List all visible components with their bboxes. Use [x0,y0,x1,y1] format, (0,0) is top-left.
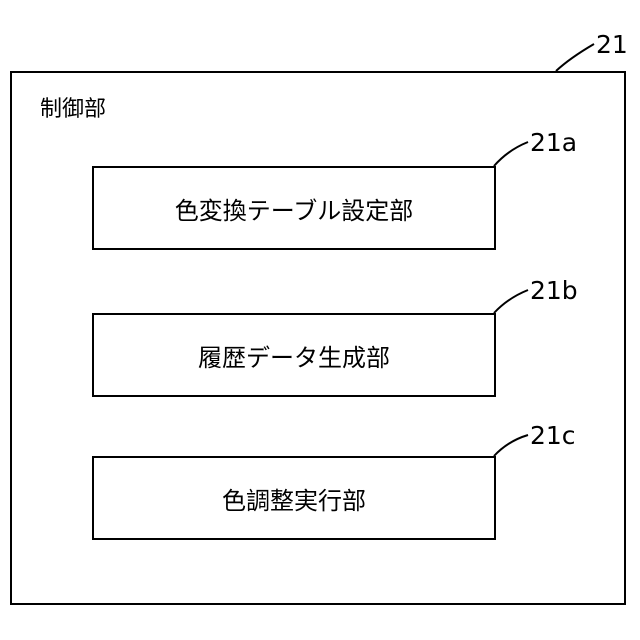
leader-line-outer [556,44,594,71]
ref-label-outer: 21 [596,30,628,60]
ref-label-21b: 21b [530,276,578,306]
ref-label-21c: 21c [530,421,576,451]
ref-label-21a: 21a [530,128,577,158]
block-label: 色調整実行部 [222,481,366,516]
block-label: 履歴データ生成部 [198,338,390,373]
block-label: 色変換テーブル設定部 [175,191,414,226]
block-color-table-setting: 色変換テーブル設定部 [92,166,496,250]
control-unit-title: 制御部 [40,96,106,124]
block-color-adjustment-execution: 色調整実行部 [92,456,496,540]
block-history-data-generation: 履歴データ生成部 [92,313,496,397]
